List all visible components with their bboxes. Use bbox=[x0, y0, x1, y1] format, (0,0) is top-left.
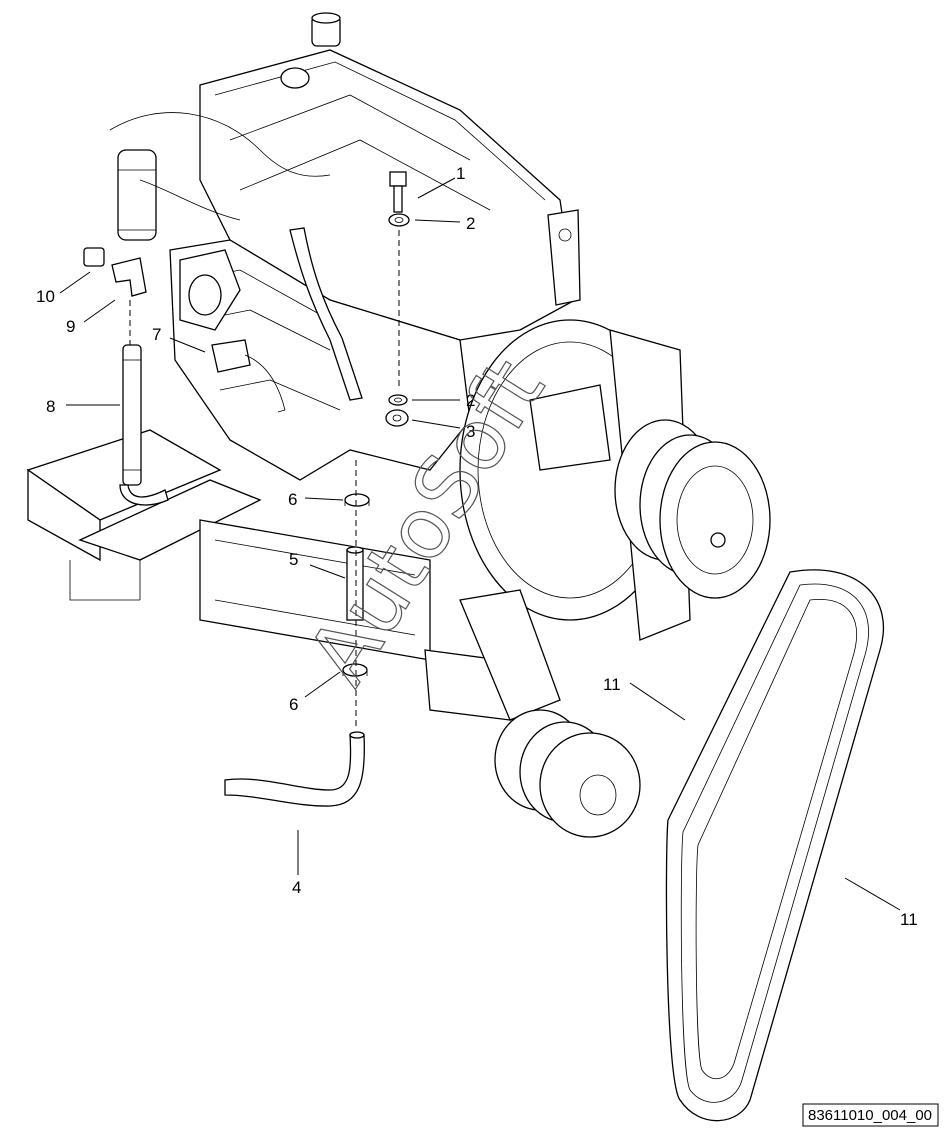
callout-11-lower: 11 bbox=[900, 910, 918, 929]
callout-8: 8 bbox=[46, 397, 55, 416]
callout-2-upper: 2 bbox=[466, 214, 475, 233]
callout-11-upper: 11 bbox=[603, 675, 621, 694]
part-2-washer-lower bbox=[388, 394, 408, 406]
reference-code-box: 83611010_004_00 bbox=[802, 1103, 939, 1127]
part-11-drive-belt bbox=[665, 569, 885, 1122]
callout-1: 1 bbox=[456, 164, 465, 183]
part-6-clamp-upper bbox=[344, 493, 370, 507]
reference-code: 83611010_004_00 bbox=[808, 1107, 932, 1124]
part-9-elbow-fitting bbox=[111, 257, 147, 297]
part-1-bolt bbox=[389, 171, 407, 213]
callout-7: 7 bbox=[152, 325, 161, 344]
callout-labels: 1 2 2 3 4 5 6 6 7 8 9 10 11 11 bbox=[36, 164, 918, 929]
callout-10: 10 bbox=[36, 287, 55, 306]
part-10-adapter bbox=[83, 247, 105, 267]
part-6-clamp-lower bbox=[342, 663, 368, 677]
lower-pulley bbox=[459, 589, 641, 838]
part-8-hydraulic-hose bbox=[119, 344, 169, 506]
callout-5: 5 bbox=[289, 550, 298, 569]
main-pulley bbox=[614, 419, 771, 599]
part-7-tube bbox=[211, 339, 286, 413]
part-5-pipe bbox=[346, 546, 364, 621]
callout-4: 4 bbox=[292, 878, 301, 897]
part-3-nut bbox=[385, 409, 409, 427]
callout-9: 9 bbox=[66, 317, 75, 336]
part-4-hose bbox=[224, 731, 365, 807]
mounting-frame bbox=[26, 429, 511, 721]
callout-6-lower: 6 bbox=[289, 695, 298, 714]
callout-2-lower: 2 bbox=[466, 391, 475, 410]
callout-3: 3 bbox=[466, 422, 475, 441]
part-2-washer-upper bbox=[388, 213, 410, 227]
callout-6-upper: 6 bbox=[288, 490, 297, 509]
callout-leaders bbox=[59, 177, 901, 911]
